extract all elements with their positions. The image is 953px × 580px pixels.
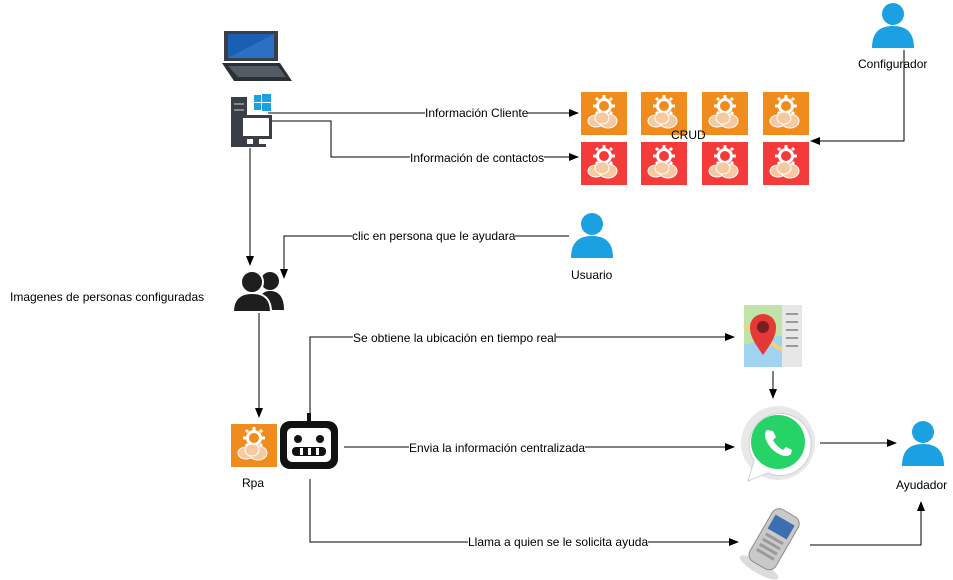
people-group-icon: [231, 270, 284, 313]
gear-cloud-icon: [581, 142, 627, 185]
configurador-label: Configurador: [858, 57, 928, 71]
edge-label-ubicacion: Se obtiene la ubicación en tiempo real: [353, 331, 557, 345]
rpa-label: Rpa: [242, 476, 265, 490]
person-icon: [872, 3, 914, 48]
gear-cloud-icon: [763, 142, 809, 185]
edge-phone-ayudador: [810, 501, 925, 546]
person-icon: [571, 213, 613, 258]
map-pin-icon: [742, 305, 802, 367]
edge-configurador-crud: [810, 50, 905, 145]
edge-label-info-cliente: Información Cliente: [425, 106, 529, 120]
usuario-label: Usuario: [571, 268, 613, 282]
gear-cloud-icon: [641, 142, 687, 185]
edge-llama: [309, 479, 739, 546]
crud-red-row: [581, 142, 809, 185]
robot-icon: [280, 413, 338, 469]
edge-ubicacion: [309, 333, 735, 413]
ayudador-label: Ayudador: [896, 478, 948, 492]
edge-label-clic-persona: clic en persona que le ayudara: [352, 229, 516, 243]
gear-cloud-icon: [231, 424, 277, 467]
gear-cloud-icon: [641, 92, 687, 135]
crud-orange-row: [581, 92, 809, 135]
crud-label: CRUD: [671, 128, 706, 142]
windows-pc-icon: [231, 94, 272, 147]
gear-cloud-icon: [702, 142, 748, 185]
gear-cloud-icon: [702, 92, 748, 135]
gear-cloud-icon: [581, 92, 627, 135]
gear-cloud-icon: [763, 92, 809, 135]
laptop-icon: [222, 31, 292, 81]
edge-label-llama: Llama a quien se le solicita ayuda: [468, 535, 649, 549]
person-icon: [902, 421, 944, 466]
imagenes-personas-label: Imagenes de personas configuradas: [10, 290, 205, 304]
edge-label-envia-info: Envia la información centralizada: [409, 441, 586, 455]
mobile-phone-icon: [739, 508, 800, 580]
whatsapp-icon: [741, 406, 815, 482]
edge-label-info-contactos: Información de contactos: [410, 151, 545, 165]
